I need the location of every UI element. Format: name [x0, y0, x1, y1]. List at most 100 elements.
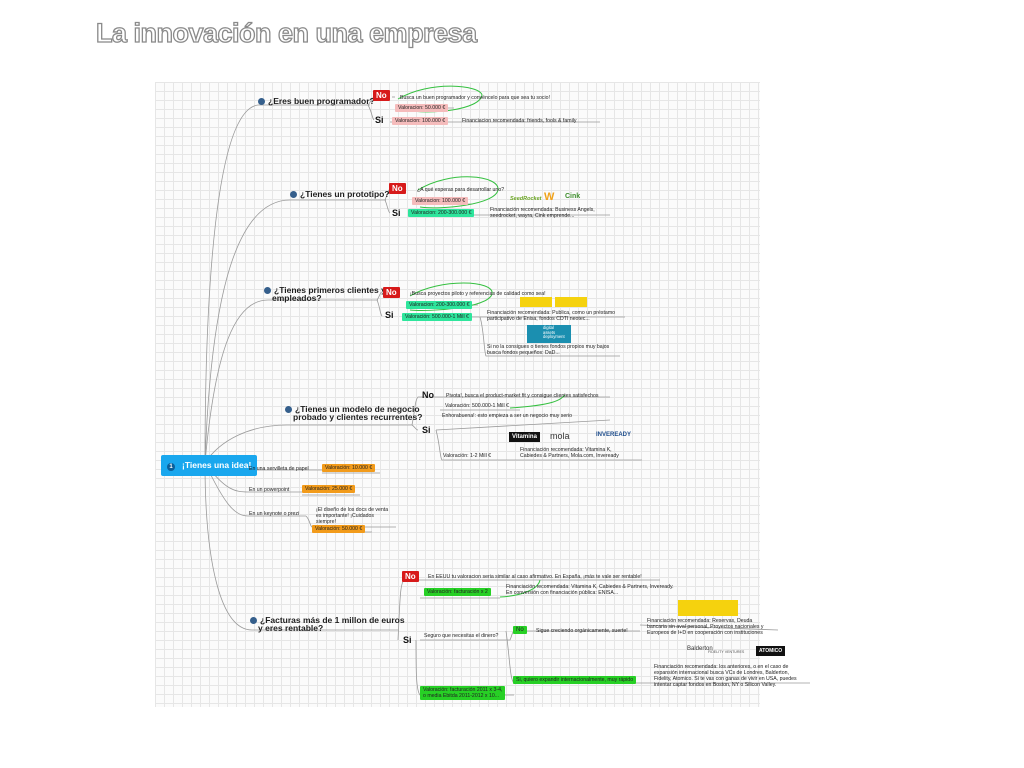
idea-item-note: ¡El diseño de los docs de venta es impor…: [316, 507, 388, 525]
revenue-no-financing: Financiación recomendada: Vitamina K, Ca…: [506, 584, 674, 596]
mola-logo: mola: [550, 431, 570, 441]
idea-item-label: En una servilleta de papel: [249, 466, 309, 472]
spain-government-logo: [678, 600, 738, 616]
clients-no-text: ¡Busca proyectos piloto y referencias de…: [410, 291, 546, 297]
model-yes-value: Valoración: 1-2 Mill €: [443, 453, 492, 459]
clients-alt-text: Si no la consigues o tienes fondos propi…: [487, 344, 609, 356]
model-yes-label[interactable]: Si: [422, 425, 431, 435]
prototype-yes-value: Valoracion: 200-300.000 €: [408, 209, 475, 217]
revenue-yes-label[interactable]: Si: [403, 635, 412, 645]
question-clients-line1: ¿Tienes primeros clientes y: [274, 285, 386, 295]
clients-alt-text-line2: busca fondos pequeños: DaD...: [487, 350, 560, 356]
root-number: 1: [167, 463, 175, 471]
atomico-logo: ATOMICO: [756, 646, 786, 656]
model-no-value: Valoración: 500.000-1 Mill €: [445, 403, 509, 409]
idea-item-label: En un keynote o prezi: [249, 511, 300, 517]
idea-item-value: Valoración: 25.000 €: [302, 485, 356, 493]
programmer-yes-label[interactable]: Si: [375, 115, 384, 125]
clients-no-value: Valoracion: 200-300.000 €: [406, 301, 473, 309]
prototype-yes-text-line2: seedrocket, wayra, Cink emprende...: [490, 213, 575, 219]
revenue-yes-value: Valoración: facturación 2011 x 3-4, o me…: [420, 686, 506, 700]
prototype-yes-label[interactable]: Si: [392, 208, 401, 218]
prototype-no-value: Valoracion: 100.000 €: [412, 197, 469, 205]
revenue-yes-no-text: Sigue creciendo orgánicamente, suerte!: [536, 628, 628, 634]
spain-ministry-logo: [520, 297, 552, 307]
question-revenue[interactable]: ¿Facturas más de 1 millon de euros y ere…: [250, 615, 405, 634]
revenue-intl-line1: Financiación recomendada: los anteriores…: [654, 664, 789, 670]
number-bubble-icon: [264, 287, 271, 295]
revenue-no-text: En EEUU tu valoracion seria similar al c…: [428, 574, 642, 580]
revenue-intl-text: Financiación recomendada: los anteriores…: [654, 664, 797, 688]
clients-no-badge[interactable]: No: [383, 287, 400, 298]
prototype-yes-text: Financiación recomendada: Business Angel…: [490, 207, 595, 219]
number-bubble-icon: [285, 406, 292, 414]
prototype-no-text: ¿A qué esperas para desarrollar uno?: [417, 187, 505, 193]
number-bubble-icon: [290, 191, 297, 199]
idea-item-label: En un powerpoint: [249, 487, 290, 493]
idea-note-line1: ¡El diseño de los docs de venta: [316, 507, 389, 513]
root-node[interactable]: 1 ¡Tienes una idea!: [161, 455, 258, 476]
model-yes-financing: Financiación recomendada: Vitamina K, Ca…: [520, 447, 619, 459]
inveready-logo: INVEREADY: [596, 432, 632, 438]
revenue-reserves-line1: Financiación recomendada: Reservas, Deud…: [647, 618, 753, 624]
vitamina-logo: Vitamina: [509, 432, 540, 442]
revenue-no-badge[interactable]: No: [402, 571, 419, 582]
revenue-yes-question: Seguro que necesitas el dinero?: [424, 633, 499, 639]
programmer-yes-value: Valoracion: 100.000 €: [392, 117, 449, 125]
model-no-text: Pivota!, busca el product-market fit y c…: [446, 393, 599, 399]
question-revenue-line1: ¿Facturas más de 1 millon de euros: [260, 615, 405, 625]
question-clients[interactable]: ¿Tienes primeros clientes y empleados?: [264, 285, 386, 304]
revenue-yes-value-line2: o media Ebitda 2011-2012 x 10...: [423, 693, 500, 699]
dad-logo-line2: assets: [543, 329, 556, 335]
idea-item-value: Valoración: 50.000 €: [312, 525, 366, 533]
revenue-intl-line2: expansión internacional busca VCs de Lon…: [654, 670, 789, 676]
revenue-yes-value-line1: Valoración: facturación 2011 x 3-4,: [423, 687, 503, 693]
wayra-logo: W: [544, 191, 555, 203]
question-revenue-line2: y eres rentable?: [258, 623, 324, 634]
question-clients-line2: empleados?: [272, 293, 322, 304]
page-title: La innovación en una empresa: [95, 17, 477, 48]
revenue-no-financing-line2: En conversión con financiación pública: …: [506, 590, 619, 596]
question-prototype[interactable]: ¿Tienes un prototipo?: [290, 189, 390, 199]
clients-yes-value: Valoración: 500.000-1 Mill €: [402, 313, 472, 321]
model-yes-financing-line1: Financiación recomendada: Vitamina K,: [520, 447, 612, 453]
question-model-line1: ¿Tienes un modelo de negocio: [295, 404, 420, 414]
question-programmer[interactable]: ¿Eres buen programador?: [258, 96, 375, 106]
question-model-line2: probado y clientes recurrentes?: [293, 412, 423, 423]
prototype-yes-text-line1: Financiación recomendada: Business Angel…: [490, 207, 595, 213]
dad-logo-line1: digital: [543, 325, 554, 330]
revenue-intl-line4: intentar captar fondos en Boston, NY o S…: [654, 682, 777, 688]
programmer-no-badge[interactable]: No: [373, 90, 390, 101]
enisa-logo: [555, 297, 587, 307]
programmer-yes-text: Financiacion recomendada: friends, fools…: [462, 118, 577, 124]
revenue-intl-line3: Fidelity, Atomico. Si te vas con ganas d…: [654, 676, 797, 682]
dad-logo-line3: deployment: [543, 334, 565, 340]
clients-alt-text-line1: Si no la consigues o tienes fondos propi…: [487, 344, 610, 350]
number-bubble-icon: [258, 98, 265, 106]
question-model[interactable]: ¿Tienes un modelo de negocio probado y c…: [285, 404, 423, 423]
prototype-no-badge[interactable]: No: [389, 183, 406, 194]
seedrocket-logo: SeedRocket: [510, 196, 542, 202]
model-yes-text: Enhorabuena!: esto empieza a ser un nego…: [442, 413, 573, 419]
idea-note-line2: es importante! ¡Cuidados: [316, 513, 374, 519]
revenue-yes-yes-badge[interactable]: Si, quiero expandir internacionalmente, …: [513, 676, 637, 684]
dad-logo: digital assets deployment: [527, 325, 571, 343]
clients-yes-text-line2: participativo de Enisa, fondos CDTI neot…: [487, 316, 590, 322]
revenue-reserves-text: Financiación recomendada: Reservas, Deud…: [647, 618, 764, 636]
question-prototype-text: ¿Tienes un prototipo?: [300, 189, 390, 199]
clients-yes-text: Financiación recomendada: Publica, como …: [487, 310, 615, 322]
idea-item-value: Valoración: 10.000 €: [322, 464, 376, 472]
revenue-no-value: Valoración: facturación x 2: [424, 588, 491, 596]
question-programmer-text: ¿Eres buen programador?: [268, 96, 375, 106]
root-label: ¡Tienes una idea!: [182, 460, 252, 470]
programmer-no-value: Valoracion: 50.000 €: [395, 104, 449, 112]
cink-logo: Cink: [565, 193, 581, 200]
clients-yes-label[interactable]: Si: [385, 310, 394, 320]
model-no-label[interactable]: No: [422, 390, 434, 400]
revenue-reserves-line3: Europeos de I+D en cooperación con insti…: [647, 630, 763, 636]
revenue-yes-no-badge[interactable]: No: [513, 626, 527, 634]
fidelity-logo: FIDELITY VENTURES: [708, 650, 745, 654]
programmer-no-text: Busca un buen programador y convéncelo p…: [400, 95, 550, 101]
revenue-reserves-line2: bancaria sin aval personal, Proyectos na…: [647, 624, 764, 630]
revenue-no-financing-line1: Financiación recomendada: Vitamina K, Ca…: [506, 584, 674, 590]
